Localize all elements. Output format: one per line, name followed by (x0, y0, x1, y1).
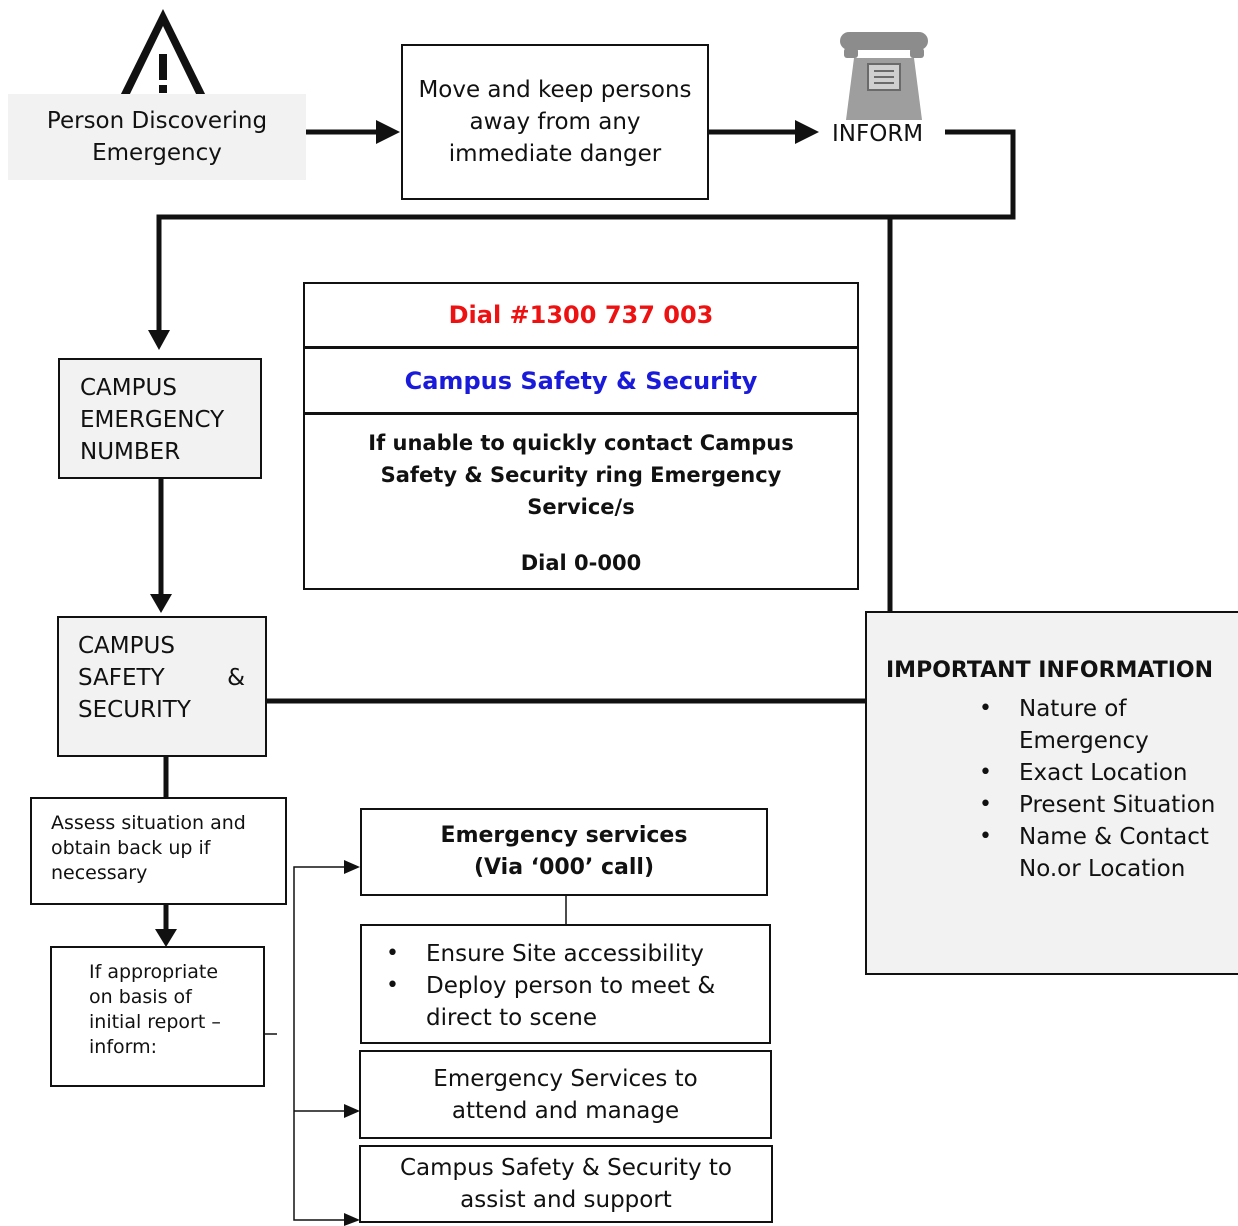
important-info-item: Exact Location (979, 757, 1219, 789)
person-discovering-box: Person Discovering Emergency (8, 94, 306, 180)
campus-emergency-number-label: CAMPUS EMERGENCY NUMBER (80, 375, 225, 465)
service-name-text: Campus Safety & Security (404, 366, 758, 395)
line-distribution-bracket (293, 866, 345, 1221)
attend-manage-box: Emergency Services to attend and manage (359, 1050, 772, 1139)
fallback-dial-text: Dial 0-000 (520, 551, 642, 575)
campus-safety-line2: SAFETY (78, 665, 165, 691)
assist-support-box: Campus Safety & Security to assist and s… (359, 1145, 773, 1223)
emergency-services-line1: Emergency services (440, 823, 688, 848)
assist-support-label: Campus Safety & Security to assist and s… (399, 1155, 732, 1213)
important-info-item: Nature of Emergency (979, 693, 1219, 757)
important-info-item: Name & Contact No.or Location (979, 821, 1219, 885)
important-info-item: Present Situation (979, 789, 1219, 821)
access-action-item: Ensure Site accessibility (386, 938, 769, 970)
campus-safety-line3: SECURITY (78, 697, 191, 723)
if-appropriate-box: If appropriate on basis of initial repor… (50, 946, 265, 1087)
service-name-box: Campus Safety & Security (303, 347, 859, 414)
telephone-icon (840, 32, 928, 120)
campus-safety-amp: & (227, 665, 245, 691)
move-persons-away-label: Move and keep persons away from any imme… (418, 77, 692, 167)
person-discovering-label: Person Discovering Emergency (46, 108, 268, 166)
assess-situation-box: Assess situation and obtain back up if n… (30, 797, 287, 905)
line-inform-loop (156, 129, 1016, 332)
access-actions-box: Ensure Site accessibility Deploy person … (360, 924, 771, 1044)
important-info-box: IMPORTANT INFORMATION Nature of Emergenc… (865, 611, 1238, 975)
access-action-item: Deploy person to meet & direct to scene (386, 970, 769, 1034)
dial-number-text: Dial #1300 737 003 (448, 301, 714, 329)
campus-safety-line1: CAMPUS (78, 633, 175, 659)
emergency-services-box: Emergency services (Via ‘000’ call) (360, 808, 768, 896)
important-info-list: Nature of Emergency Exact Location Prese… (979, 693, 1219, 885)
assess-situation-label: Assess situation and obtain back up if n… (51, 812, 246, 884)
warning-triangle-icon (115, 9, 211, 106)
fallback-text: If unable to quickly contact Campus Safe… (368, 431, 794, 519)
access-actions-list: Ensure Site accessibility Deploy person … (386, 938, 769, 1034)
move-persons-away-box: Move and keep persons away from any imme… (401, 44, 709, 200)
inform-label: INFORM (832, 121, 924, 147)
campus-emergency-number-box: CAMPUS EMERGENCY NUMBER (58, 358, 262, 479)
emergency-services-line2: (Via ‘000’ call) (473, 855, 655, 880)
if-appropriate-label: If appropriate on basis of initial repor… (89, 961, 221, 1058)
attend-manage-label: Emergency Services to attend and manage (433, 1065, 698, 1124)
fallback-box: If unable to quickly contact Campus Safe… (303, 413, 859, 590)
important-info-title: IMPORTANT INFORMATION (886, 658, 1214, 683)
campus-safety-box: CAMPUS SAFETY & SECURITY (57, 616, 267, 757)
dial-number-box: Dial #1300 737 003 (303, 282, 859, 348)
